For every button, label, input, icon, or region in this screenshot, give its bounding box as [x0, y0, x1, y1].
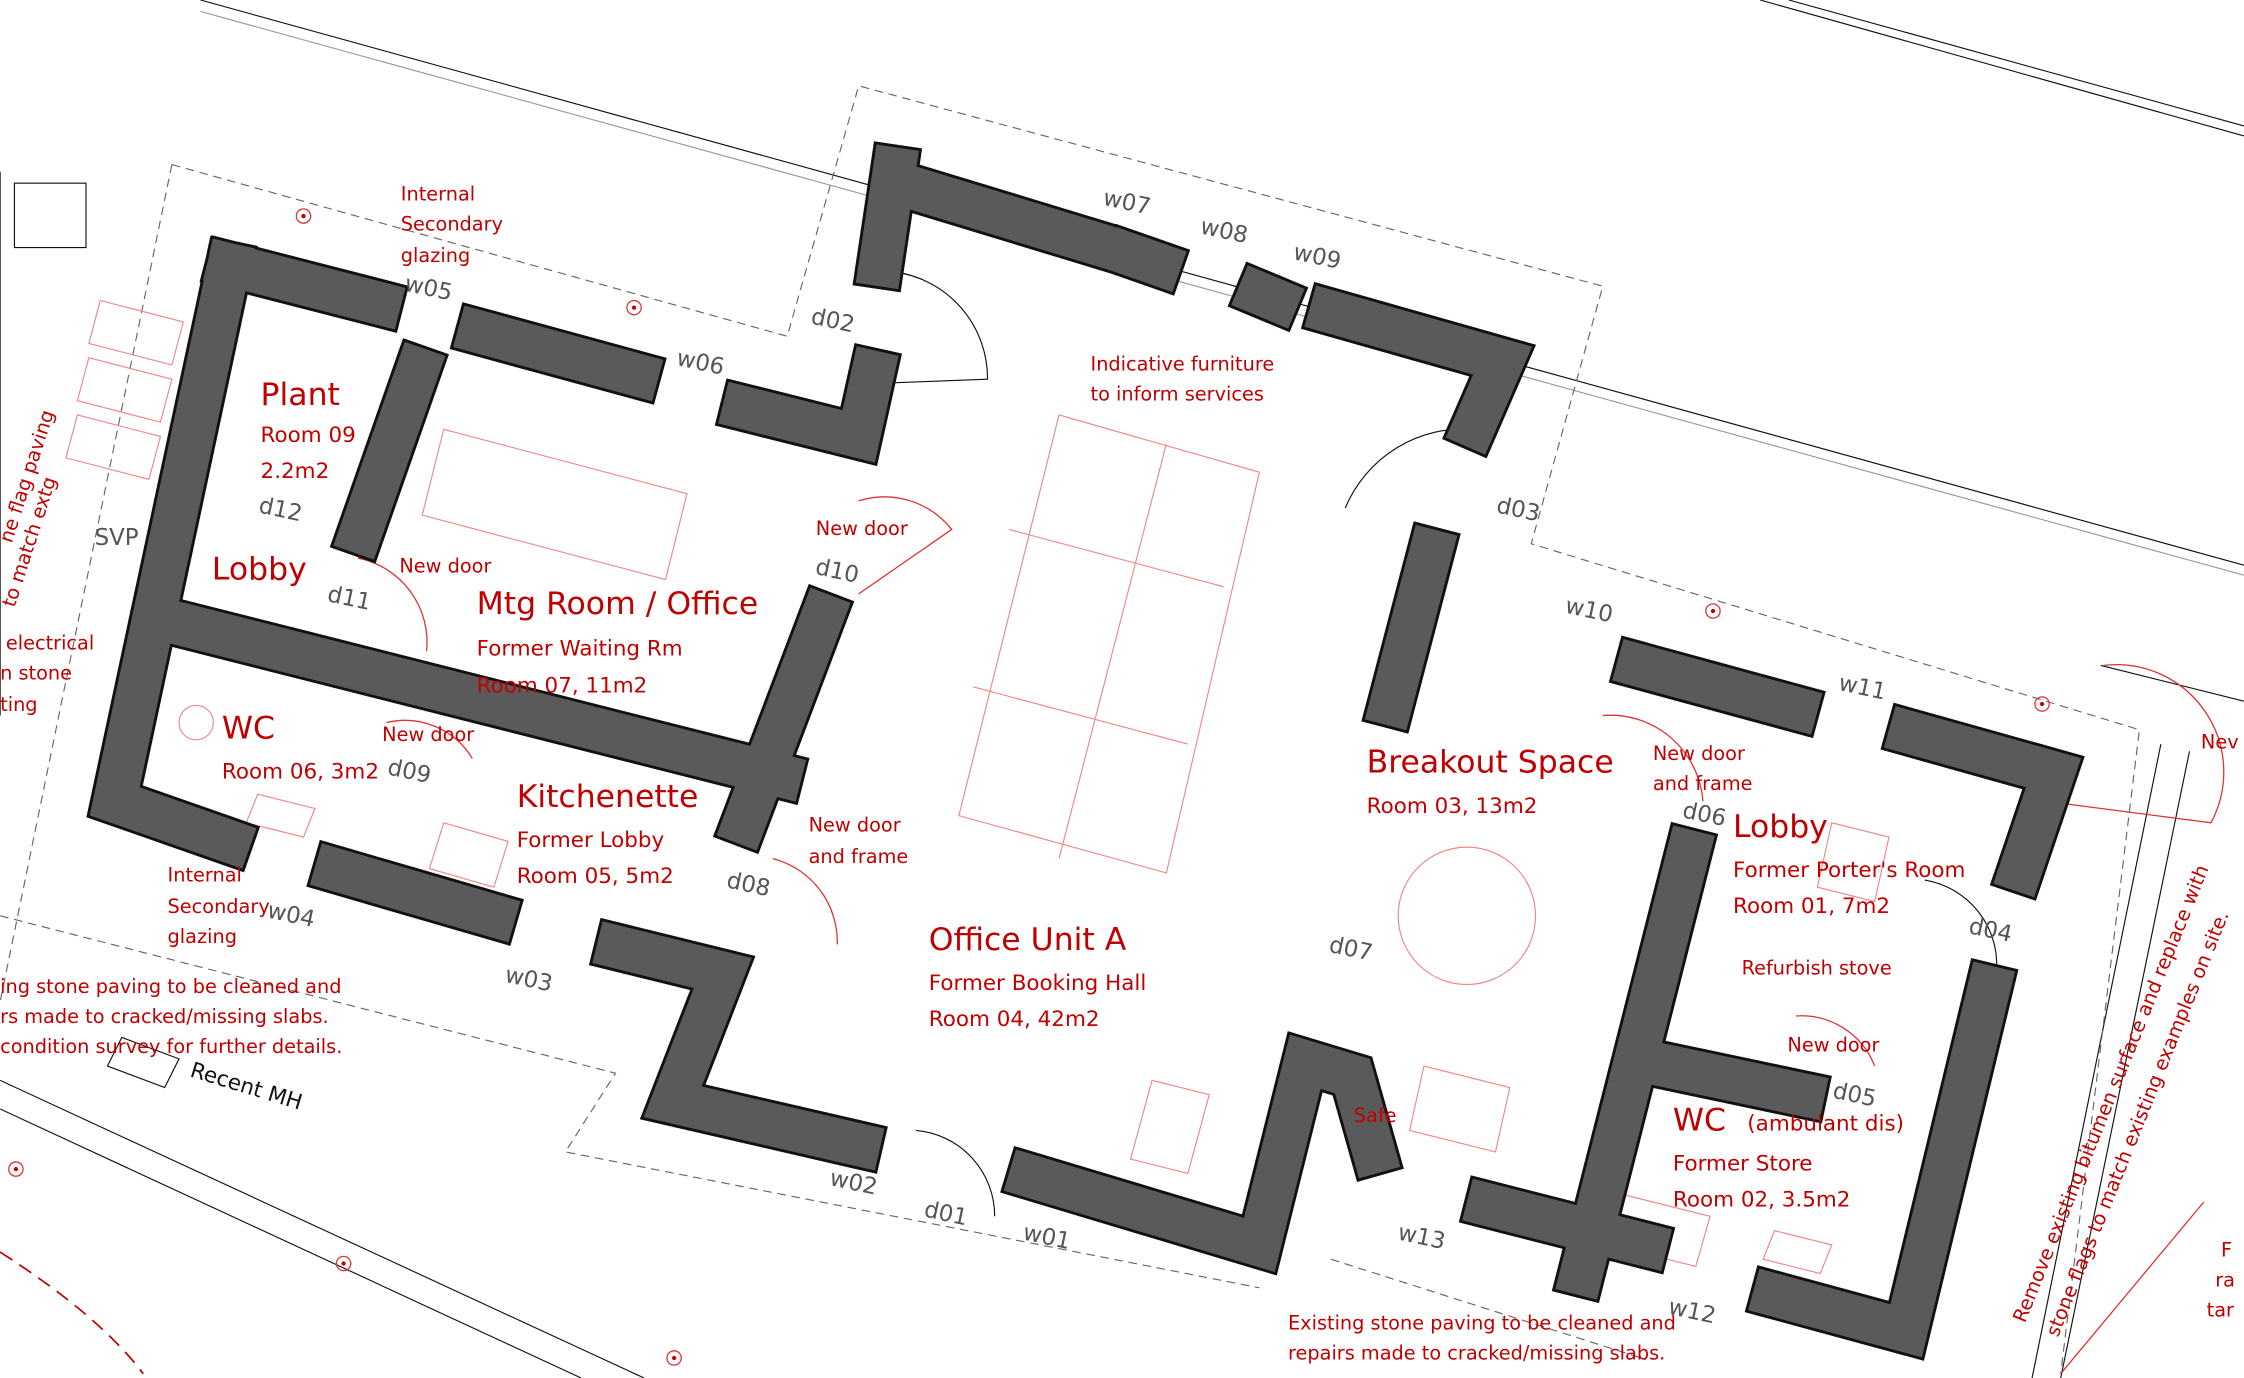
- tag-d08: d08: [724, 868, 772, 903]
- room-number: Room 04, 42m2: [929, 1007, 1100, 1032]
- room-name: Lobby: [1733, 809, 1828, 845]
- tag-d01: d01: [922, 1197, 970, 1232]
- recent-manhole-label: Recent MH: [187, 1058, 305, 1116]
- room-number: Room 07, 11m2: [477, 674, 648, 699]
- tag-w13: w13: [1395, 1220, 1447, 1255]
- room-breakout: Breakout Space Room 03, 13m2: [1367, 745, 1614, 819]
- room-wc-left: WC Room 06, 3m2: [222, 710, 379, 784]
- tag-d05: d05: [1831, 1078, 1879, 1113]
- room-former: Former Booking Hall: [929, 971, 1146, 996]
- note-line: stone flags to match existing examples o…: [2041, 907, 2234, 1339]
- internal-glazing-note-bottom: Internal Secondary glazing: [168, 863, 270, 948]
- tag-w09: w09: [1291, 239, 1343, 274]
- tag-d03: d03: [1494, 493, 1542, 528]
- tag-d10: d10: [813, 554, 861, 589]
- room-number: Room 06, 3m2: [222, 759, 379, 784]
- room-former: Former Porter's Room: [1733, 858, 1965, 883]
- electrical-note: electrical: [6, 632, 94, 655]
- walls: [86, 141, 2085, 1361]
- new-door-note: New door: [816, 517, 908, 540]
- room-name: Kitchenette: [517, 779, 699, 815]
- room-note: (ambulant dis): [1747, 1111, 1904, 1136]
- site-boundary-dashed: [0, 85, 2141, 1374]
- bitumen-note: Remove existing bitumen surface and repl…: [2008, 862, 2233, 1340]
- indicative-furniture: [65, 299, 1890, 1275]
- room-former: Former Lobby: [517, 828, 665, 853]
- room-kitchenette: Kitchenette Former Lobby Room 05, 5m2: [517, 779, 699, 889]
- room-name: Mtg Room / Office: [477, 586, 759, 622]
- tag-w04: w04: [265, 898, 317, 933]
- room-area: 2.2m2: [261, 459, 330, 484]
- paving-note-left: ing stone paving to be cleaned and: [0, 975, 341, 998]
- edge-note: tar: [2207, 1298, 2234, 1321]
- tag-w10: w10: [1563, 593, 1615, 628]
- room-name: WC: [222, 710, 275, 746]
- door-notes: New door New door New door New door and …: [0, 353, 2239, 1365]
- tag-w01: w01: [1021, 1220, 1073, 1255]
- safe-label: Safe: [1354, 1104, 1397, 1127]
- paving-note-left: rs made to cracked/missing slabs.: [0, 1005, 329, 1028]
- note-line: Secondary: [401, 212, 503, 235]
- tag-w08: w08: [1198, 214, 1250, 249]
- edge-note: Nev: [2201, 730, 2239, 753]
- survey-markers: [0, 208, 2050, 1375]
- note-line: glazing: [401, 244, 470, 267]
- room-number: Room 09: [261, 423, 356, 448]
- tag-w06: w06: [674, 345, 726, 380]
- room-number: Room 05, 5m2: [517, 864, 674, 889]
- note-line: glazing: [168, 925, 237, 948]
- tag-w07: w07: [1101, 185, 1153, 220]
- room-former: Former Waiting Rm: [477, 636, 683, 661]
- note-line: Internal: [401, 182, 475, 205]
- refurbish-stove-note: Refurbish stove: [1742, 956, 1892, 979]
- note-line: Secondary: [168, 895, 270, 918]
- edge-note: F: [2221, 1238, 2232, 1261]
- edge-note: ra: [2215, 1268, 2235, 1291]
- electrical-note: n stone: [0, 662, 72, 685]
- tag-w03: w03: [503, 962, 555, 997]
- new-door-note: New door: [1787, 1034, 1879, 1057]
- room-lobby-right: Lobby Former Porter's Room Room 01, 7m2: [1733, 809, 1965, 919]
- paving-note-bottom: repairs made to cracked/missing slabs.: [1288, 1341, 1665, 1364]
- tag-d07: d07: [1327, 932, 1375, 967]
- room-name: WC: [1673, 1102, 1726, 1138]
- room-name: Office Unit A: [929, 922, 1127, 958]
- room-number: Room 01, 7m2: [1733, 894, 1890, 919]
- tag-w05: w05: [402, 271, 454, 306]
- room-former: Former Store: [1673, 1152, 1813, 1177]
- room-name: Breakout Space: [1367, 745, 1614, 781]
- door-swings: [357, 271, 2225, 1375]
- paving-note-bottom: Existing stone paving to be cleaned and: [1288, 1311, 1676, 1334]
- tag-d02: d02: [809, 304, 857, 339]
- tag-d12: d12: [256, 493, 304, 528]
- room-plant: Plant Room 09 2.2m2: [261, 377, 356, 484]
- room-number: Room 02, 3.5m2: [1673, 1187, 1851, 1212]
- tag-w11: w11: [1836, 670, 1888, 705]
- flag-paving-note: ne flag paving to match extg: [0, 407, 61, 610]
- new-door-frame-note: and frame: [809, 845, 909, 868]
- room-number: Room 03, 13m2: [1367, 794, 1538, 819]
- note-line: Internal: [168, 863, 242, 886]
- tag-d11: d11: [325, 581, 373, 616]
- tag-d04: d04: [1966, 913, 2014, 948]
- tag-svp: SVP: [95, 525, 139, 551]
- room-wc-right: WC (ambulant dis) Former Store Room 02, …: [1673, 1102, 1904, 1212]
- tag-d09: d09: [385, 755, 433, 790]
- new-door-frame-note: New door: [1653, 742, 1745, 765]
- furniture-note: to inform services: [1091, 383, 1264, 406]
- paving-note-left: condition survey for further details.: [0, 1035, 342, 1058]
- new-door-note: New door: [399, 554, 491, 577]
- new-door-frame-note: and frame: [1653, 772, 1753, 795]
- furniture-note: Indicative furniture: [1091, 353, 1275, 376]
- electrical-note: ting: [0, 693, 37, 716]
- room-lobby-left: Lobby: [212, 552, 307, 588]
- room-mtg: Mtg Room / Office Former Waiting Rm Room…: [477, 586, 759, 699]
- internal-glazing-note-top: Internal Secondary glazing: [401, 182, 503, 267]
- room-name: Plant: [261, 377, 340, 413]
- note-line: Remove existing bitumen surface and repl…: [2008, 862, 2213, 1326]
- room-office: Office Unit A Former Booking Hall Room 0…: [929, 922, 1146, 1032]
- new-door-frame-note: New door: [809, 813, 901, 836]
- new-door-note: New door: [382, 723, 474, 746]
